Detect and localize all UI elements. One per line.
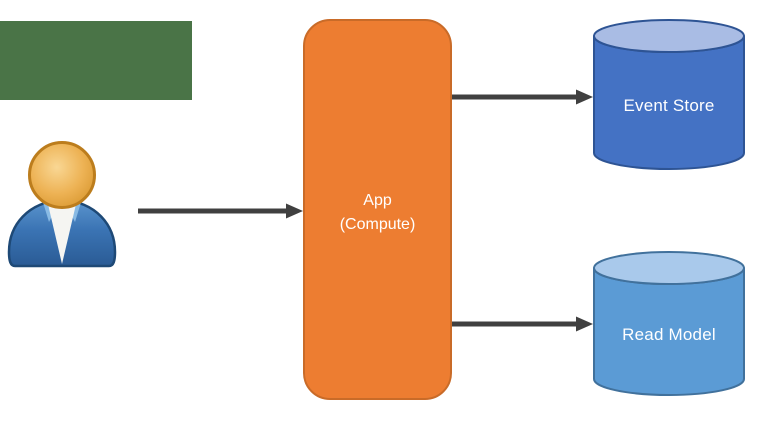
arrow-head-icon [576, 89, 593, 105]
user-head [28, 141, 96, 209]
arrow-head-icon [286, 203, 303, 219]
green-label-box [0, 21, 192, 100]
read-model-cylinder: Read Model [592, 250, 746, 397]
read-model-body [593, 267, 745, 396]
read-model-top-ellipse [593, 251, 745, 285]
green-label-rect [0, 21, 192, 100]
user-person-icon [7, 141, 117, 268]
arrow-head-icon [576, 316, 593, 332]
app-node-rect [303, 19, 452, 400]
arrow-user-to-app [138, 203, 303, 219]
user-collar [47, 200, 77, 264]
app-node: App (Compute) [303, 19, 452, 400]
event-store-body [593, 35, 745, 170]
event-store-top-ellipse [593, 19, 745, 53]
arrow-app-to-event-store [452, 89, 593, 105]
event-store-cylinder: Event Store [592, 18, 746, 171]
arrow-app-to-read-model [452, 316, 593, 332]
